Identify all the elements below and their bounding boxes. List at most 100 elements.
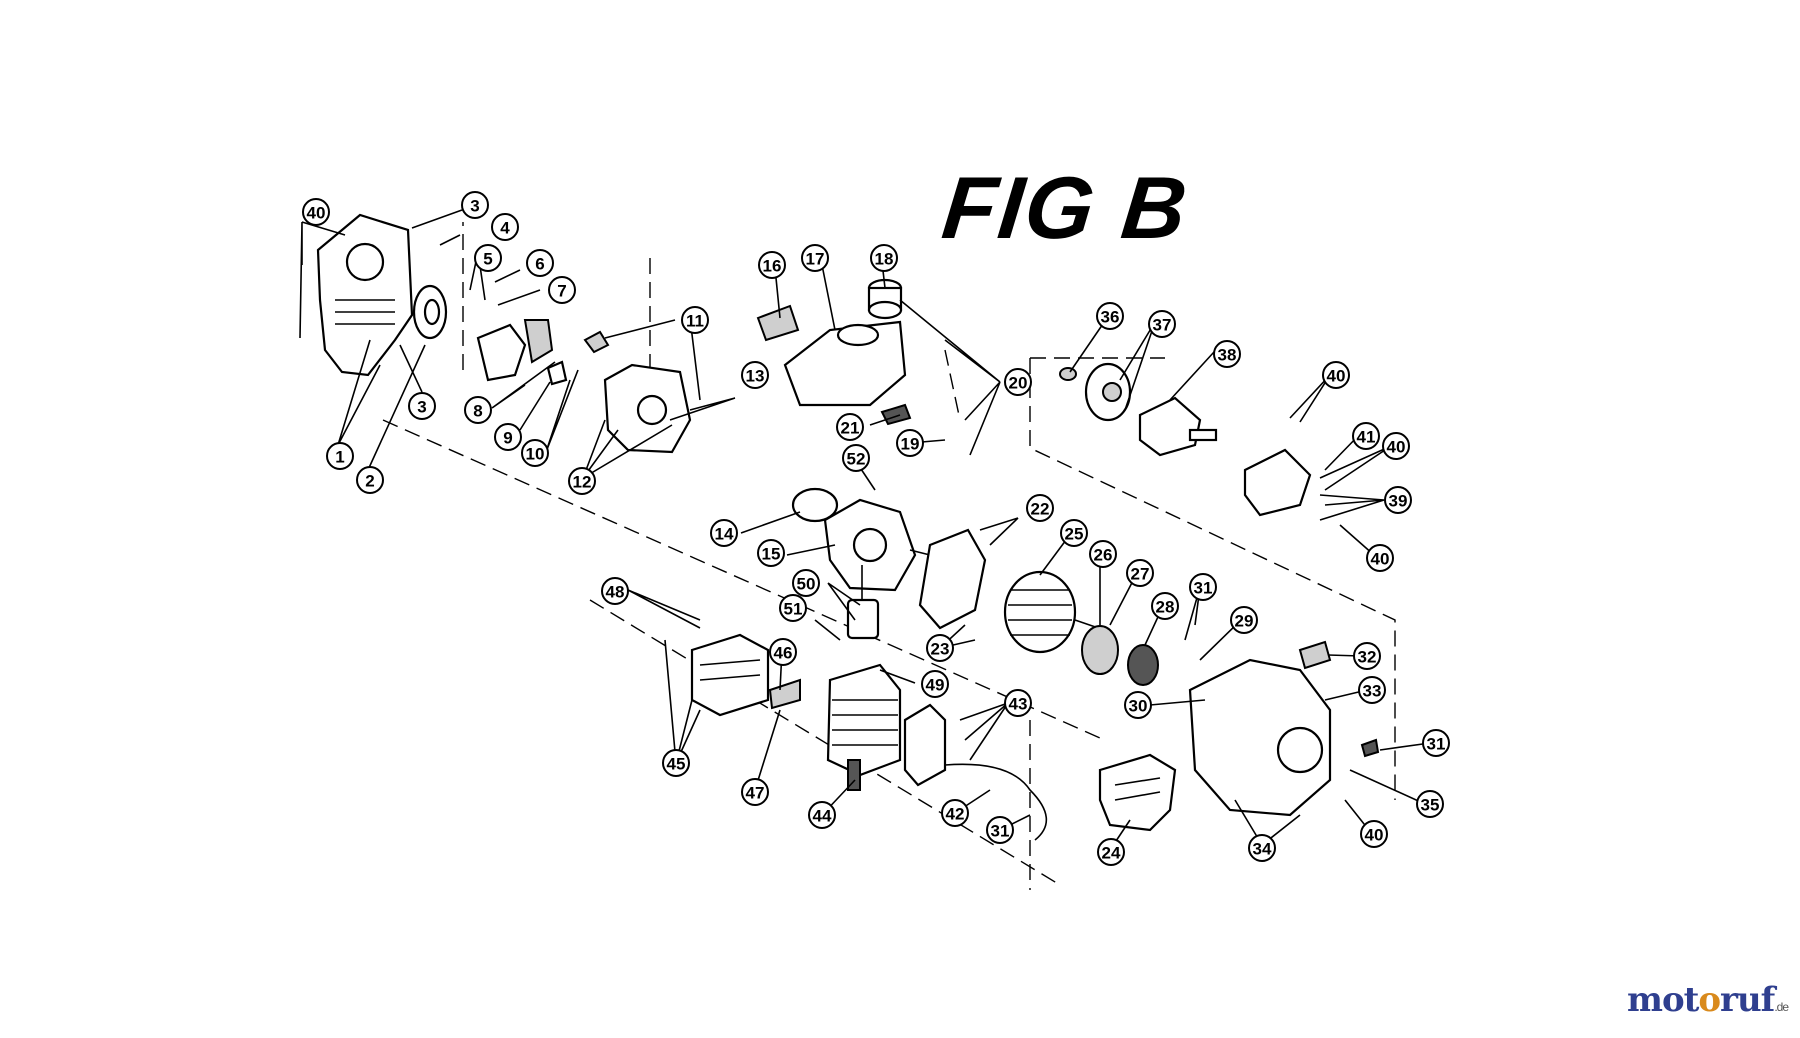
callout-number: 27 — [1131, 565, 1150, 584]
callout-number: 6 — [535, 255, 544, 274]
callout-circle — [356, 466, 384, 494]
starter-housing-part — [1188, 640, 1380, 817]
muffler-part — [690, 633, 801, 717]
callout-41: 41 — [1352, 422, 1380, 450]
callout-17: 17 — [801, 244, 829, 272]
callout-circle — [1248, 834, 1276, 862]
callout-number: 20 — [1009, 374, 1028, 393]
callout-40: 40 — [1360, 820, 1388, 848]
callout-14: 14 — [710, 519, 738, 547]
callout-number: 16 — [763, 257, 782, 276]
callout-circle — [986, 816, 1014, 844]
callout-number: 21 — [841, 419, 860, 438]
callout-number: 41 — [1357, 428, 1376, 447]
callout-16: 16 — [758, 251, 786, 279]
callout-number: 31 — [1427, 735, 1446, 754]
callout-51: 51 — [779, 594, 807, 622]
callout-number: 22 — [1031, 500, 1050, 519]
callout-circle — [1230, 606, 1258, 634]
callout-number: 28 — [1156, 598, 1175, 617]
callout-31: 31 — [986, 816, 1014, 844]
callout-circle — [836, 413, 864, 441]
leader-lines — [299, 209, 1431, 851]
callout-number: 34 — [1253, 840, 1272, 859]
callout-circle — [1151, 592, 1179, 620]
callout-circle — [491, 213, 519, 241]
callout-49: 49 — [921, 670, 949, 698]
callout-42: 42 — [941, 799, 969, 827]
crankcase-part — [583, 330, 692, 454]
callout-number: 24 — [1102, 844, 1121, 863]
callout-number: 52 — [847, 450, 866, 469]
callout-number: 48 — [606, 583, 625, 602]
callout-23: 23 — [926, 634, 954, 662]
callout-number: 1 — [335, 448, 344, 467]
callout-number: 25 — [1065, 525, 1084, 544]
callout-circle — [741, 778, 769, 806]
callout-circle — [474, 244, 502, 272]
callout-number: 13 — [746, 367, 765, 386]
callout-number: 2 — [365, 472, 374, 491]
callout-circle — [548, 276, 576, 304]
callout-39: 39 — [1384, 486, 1412, 514]
callout-40: 40 — [302, 198, 330, 226]
callout-number: 7 — [557, 282, 566, 301]
callout-circle — [1352, 422, 1380, 450]
callout-circle — [1322, 361, 1350, 389]
callout-3: 3 — [408, 392, 436, 420]
callout-33: 33 — [1358, 676, 1386, 704]
callout-31: 31 — [1422, 729, 1450, 757]
callout-number: 40 — [1371, 550, 1390, 569]
callout-number: 37 — [1153, 316, 1172, 335]
callout-number: 15 — [762, 545, 781, 564]
callout-number: 4 — [500, 219, 510, 238]
callout-circle — [792, 569, 820, 597]
callout-25: 25 — [1060, 519, 1088, 547]
callout-number: 40 — [1365, 826, 1384, 845]
callout-circle — [1384, 486, 1412, 514]
callout-number: 30 — [1129, 697, 1148, 716]
left-housing-part — [316, 213, 414, 377]
callout-circle — [494, 423, 522, 451]
shroud-plate-part — [918, 528, 987, 630]
callout-number: 39 — [1389, 492, 1408, 511]
callout-number: 40 — [307, 204, 326, 223]
cylinder-part — [826, 663, 902, 791]
callout-9: 9 — [494, 423, 522, 451]
callout-circle — [1124, 691, 1152, 719]
callout-circle — [758, 251, 786, 279]
callout-number: 49 — [926, 676, 945, 695]
callout-50: 50 — [792, 569, 820, 597]
callout-7: 7 — [548, 276, 576, 304]
callout-27: 27 — [1126, 559, 1154, 587]
callout-3: 3 — [461, 191, 489, 219]
callout-circle — [921, 670, 949, 698]
callout-circle — [870, 244, 898, 272]
callout-number: 19 — [901, 435, 920, 454]
callout-circle — [461, 191, 489, 219]
callout-18: 18 — [870, 244, 898, 272]
callout-circle — [1004, 368, 1032, 396]
callout-24: 24 — [1097, 838, 1125, 866]
callout-number: 45 — [667, 755, 686, 774]
callout-circle — [1089, 540, 1117, 568]
callout-40: 40 — [1382, 432, 1410, 460]
callout-circle — [779, 594, 807, 622]
callout-46: 46 — [769, 638, 797, 666]
callout-circle — [1148, 310, 1176, 338]
carburetor-part — [476, 319, 568, 386]
callout-number: 18 — [875, 250, 894, 269]
callout-4: 4 — [491, 213, 519, 241]
callout-22: 22 — [1026, 494, 1054, 522]
callout-circle — [568, 467, 596, 495]
callout-circle — [842, 444, 870, 472]
callout-circle — [1366, 544, 1394, 572]
callout-36: 36 — [1096, 302, 1124, 330]
callout-number: 5 — [483, 250, 492, 269]
callout-35: 35 — [1416, 790, 1444, 818]
callout-circle — [1060, 519, 1088, 547]
handle-bracket-part — [1098, 753, 1177, 832]
callout-19: 19 — [896, 429, 924, 457]
clutch-drum-part — [1059, 362, 1218, 457]
